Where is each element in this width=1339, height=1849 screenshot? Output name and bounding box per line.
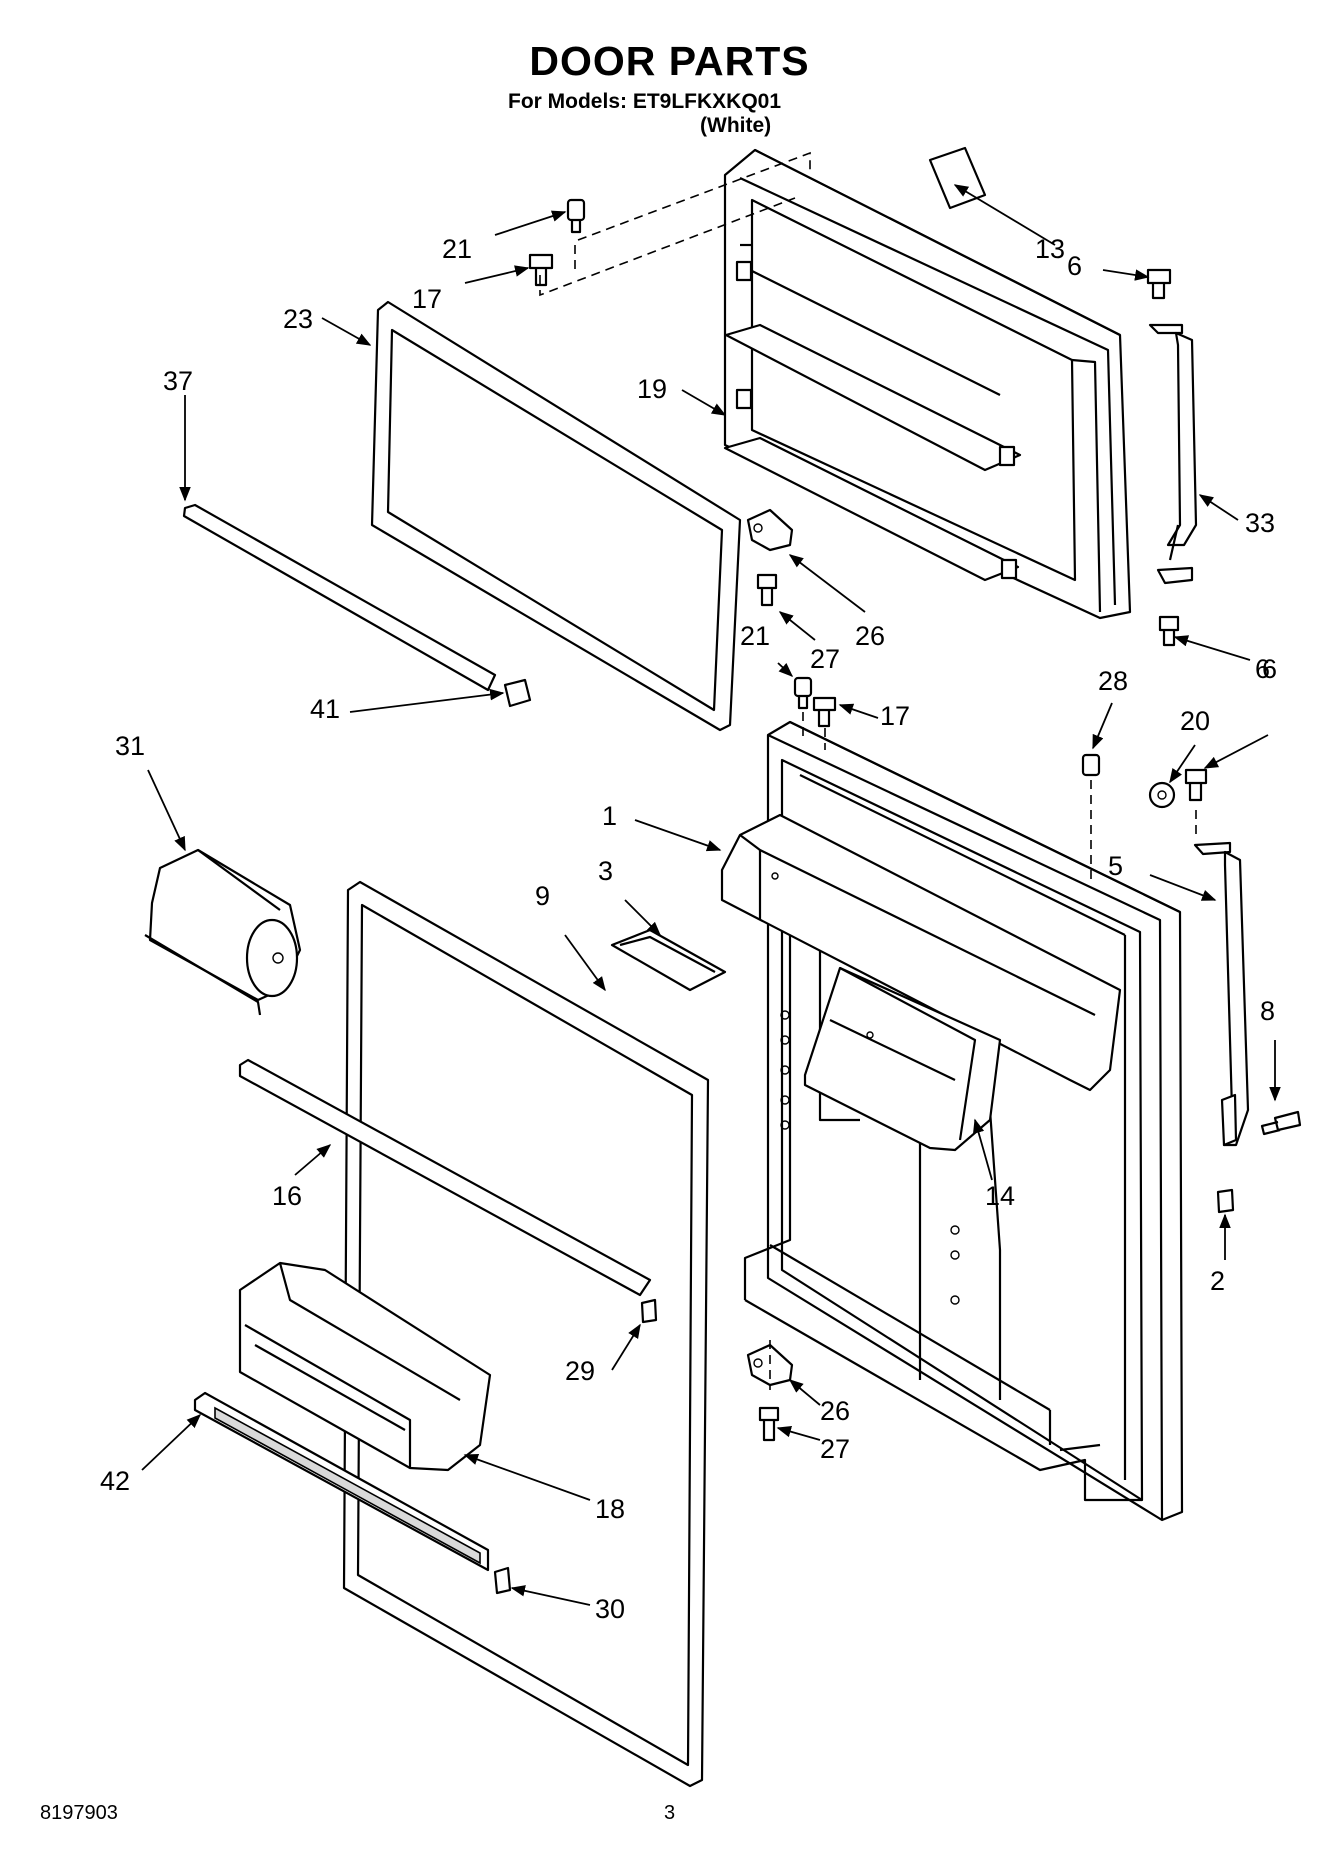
callout-8: 8 xyxy=(1260,996,1275,1026)
part-6-screw-top xyxy=(1146,268,1172,300)
part-23-freezer-gasket xyxy=(370,300,742,732)
part-30-end-cap xyxy=(493,1566,512,1595)
color-variant: (White) xyxy=(700,114,772,137)
part-27-bottom-screw xyxy=(758,1406,780,1442)
part-27-top-screw xyxy=(756,573,778,607)
page-number: 3 xyxy=(664,1802,676,1824)
callout-17-top: 17 xyxy=(412,284,442,314)
callout-19: 19 xyxy=(637,374,667,404)
callout-9: 9 xyxy=(535,881,550,911)
callout-numbers: 21 17 23 37 19 13 6 33 26 27 21 17 6 28 … xyxy=(100,234,1277,1624)
page-title: DOOR PARTS xyxy=(529,38,810,84)
part-8-screw xyxy=(1260,1110,1302,1136)
callout-41: 41 xyxy=(310,694,340,724)
callout-13: 13 xyxy=(1035,234,1065,264)
callout-2: 2 xyxy=(1210,1266,1225,1296)
callout-18: 18 xyxy=(595,1494,625,1524)
part-31-dairy-cover xyxy=(144,848,302,1016)
callout-27-top: 27 xyxy=(810,644,840,674)
part-17-top-screw xyxy=(528,253,554,287)
part-13-label xyxy=(928,146,987,210)
callout-29: 29 xyxy=(565,1356,595,1386)
callout-14: 14 xyxy=(985,1181,1015,1211)
callout-leaders xyxy=(141,184,1281,1606)
part-29-end-cap xyxy=(640,1298,658,1324)
callout-26-top: 26 xyxy=(855,621,885,651)
doc-number: 8197903 xyxy=(40,1802,118,1824)
part-5-fresh-food-handle xyxy=(1193,841,1250,1147)
callout-26-bottom: 26 xyxy=(820,1396,850,1426)
callout-16: 16 xyxy=(272,1181,302,1211)
liner-holes xyxy=(780,1010,960,1305)
part-6-screw-right xyxy=(1184,768,1208,802)
callout-6-top: 6 xyxy=(1067,251,1082,281)
callout-31: 31 xyxy=(115,731,145,761)
callout-33: 33 xyxy=(1245,508,1275,538)
part-1-door-shelf xyxy=(720,813,1122,1092)
part-3-pad xyxy=(610,928,727,992)
part-26-top-hinge xyxy=(746,508,794,552)
callout-20: 20 xyxy=(1180,706,1210,736)
callout-5: 5 xyxy=(1108,851,1123,881)
callout-3: 3 xyxy=(598,856,613,886)
part-21-top-pin xyxy=(566,198,586,234)
part-17-mid-screw xyxy=(812,696,837,728)
callout-30: 30 xyxy=(595,1594,625,1624)
callout-37: 37 xyxy=(163,366,193,396)
callout-42: 42 xyxy=(100,1466,130,1496)
part-6-screw-mid xyxy=(1158,615,1180,647)
freezer-door-liner xyxy=(723,148,1132,620)
callout-21-top: 21 xyxy=(442,234,472,264)
part-21-mid-pin xyxy=(793,676,813,710)
part-18-door-bin xyxy=(238,1261,492,1472)
callout-28: 28 xyxy=(1098,666,1128,696)
part-2-clip xyxy=(1216,1188,1235,1214)
part-37-freezer-trim xyxy=(182,503,497,692)
callout-23: 23 xyxy=(283,304,313,334)
callout-6-right: 6 xyxy=(1262,654,1277,684)
callout-1: 1 xyxy=(602,801,617,831)
part-28-plug xyxy=(1081,753,1101,777)
part-33-freezer-handle xyxy=(1148,323,1198,585)
part-14-dairy-bin xyxy=(803,966,1002,1152)
model-subtitle: For Models: ET9LFKXKQ01 xyxy=(508,90,782,113)
callout-27-bottom: 27 xyxy=(820,1434,850,1464)
callout-21-mid: 21 xyxy=(740,621,770,651)
callout-6-mid: 6 xyxy=(1255,654,1270,684)
part-42-bottom-trim xyxy=(193,1391,490,1572)
part-20-washer xyxy=(1148,781,1176,809)
callout-17-mid: 17 xyxy=(880,701,910,731)
part-16-trim-bar xyxy=(238,1058,652,1297)
part-41-trim-end-cap xyxy=(503,678,532,708)
